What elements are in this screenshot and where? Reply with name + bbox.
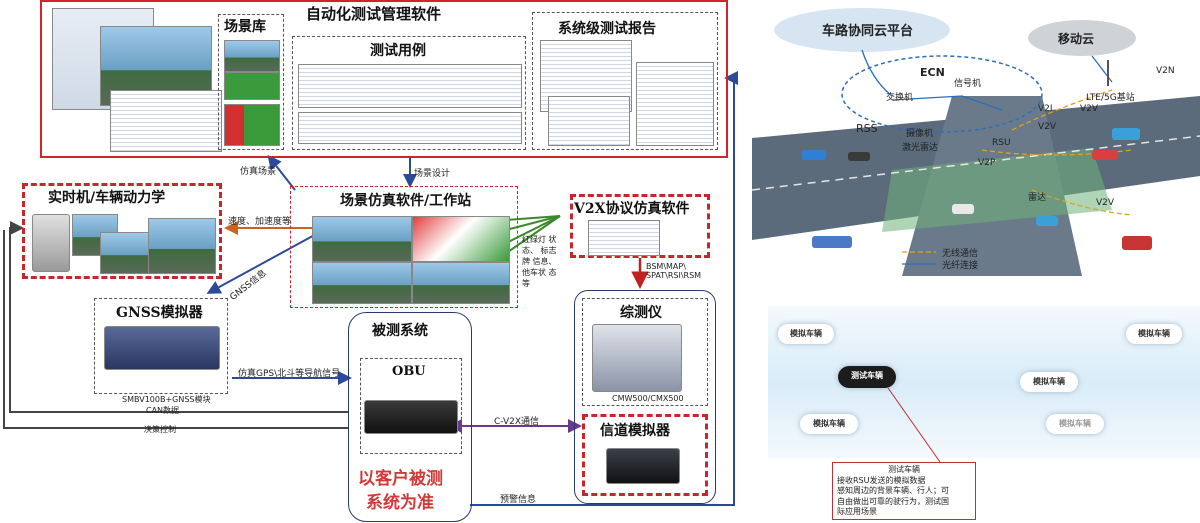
decision-label: 决策控制: [144, 425, 176, 434]
gnss-title: GNSS模拟器: [116, 305, 203, 321]
tester-group: [574, 290, 716, 504]
lidar-label: 激光雷达: [902, 143, 939, 153]
bsm-label: BSM\MAP\ SPAT\RSI\RSM: [646, 262, 702, 280]
report-screenshot-3: [636, 62, 714, 146]
rsu-label: RSU: [992, 138, 1011, 148]
v2n-label: V2N: [1156, 66, 1175, 76]
report-title: 系统级测试报告: [558, 21, 656, 37]
scene-thumb-3: [224, 104, 280, 146]
scene-sim-box: [290, 186, 518, 308]
scene-sim-view-1: [312, 216, 412, 262]
tester-model-label: CMW500/CMX500: [612, 394, 684, 403]
dut-title: 被测系统: [372, 323, 428, 339]
v2v-label-2: V2V: [1080, 104, 1099, 114]
scene-library-title: 场景库: [224, 19, 266, 35]
rss-label: RSS: [856, 122, 878, 135]
can-label: CAN数据: [146, 406, 180, 415]
legend-wireless: 无线通信: [942, 249, 979, 259]
dut-note-1: 以客户被测: [358, 469, 443, 489]
gnss-box: [94, 298, 228, 394]
sim-scene-label: 仿真场景: [240, 167, 277, 177]
channel-box: [582, 414, 708, 496]
realtime-screen-3: [148, 218, 216, 274]
sim-vehicle-3: 模拟车辆: [1020, 372, 1078, 392]
callout-box: 测试车辆 接收RSU发送的模拟数据 感知周边的背景车辆、行人；可 自由做出可靠的…: [832, 462, 976, 520]
v2x-title: V2X协议仿真软件: [574, 201, 690, 217]
sim-vehicle-1: 模拟车辆: [778, 324, 834, 344]
realtime-box: [22, 183, 222, 279]
scene-sim-view-4: [412, 262, 510, 304]
management-panel: [40, 0, 728, 158]
legend-fiber: 光纤连接: [942, 261, 979, 271]
sim-vehicle-5: 模拟车辆: [1046, 414, 1104, 434]
connector-lines: [3, 71, 738, 506]
obu-title: OBU: [392, 364, 426, 379]
switch-label: 交换机: [886, 93, 914, 103]
sim-vehicle-4: 模拟车辆: [800, 414, 858, 434]
callout-line-4: 自由做出可靠的驶行为，测试国: [837, 496, 949, 506]
v2x-box: [570, 194, 710, 258]
dut-box: [348, 312, 472, 522]
obu-device: [364, 400, 458, 434]
app-screenshot-3: [110, 90, 222, 152]
test-vehicle: 测试车辆: [838, 366, 896, 388]
scene-design-label: 场景设计: [414, 169, 451, 179]
traffic-info-label: 红绿灯 状态、 标志牌 信息、 他车状 态等: [522, 235, 557, 288]
scene-library-box: [218, 14, 284, 150]
report-box: [532, 12, 718, 150]
v2v-label-1: V2V: [1038, 122, 1057, 132]
mobile-cloud-label: 移动云: [1058, 32, 1095, 46]
scene-sim-view-3: [312, 262, 412, 304]
gps-signal-label: 仿真GPS\北斗等导航信号: [238, 369, 341, 379]
tester-device: [592, 324, 682, 392]
network-graphics: [752, 0, 1200, 276]
v2x-screenshot: [588, 220, 660, 256]
scene-thumb-1: [224, 40, 280, 72]
v2v-label-3: V2V: [1096, 198, 1115, 208]
dut-note-2: 系统为准: [366, 493, 434, 513]
radar-label: 雷达: [1028, 193, 1047, 203]
scene-thumb-2: [224, 72, 280, 100]
management-title: 自动化测试管理软件: [306, 5, 442, 23]
realtime-rack: [32, 214, 70, 272]
scene-sim-title: 场景仿真软件/工作站: [340, 193, 472, 209]
callout-line-3: 感知周边的背景车辆、行人；可: [837, 486, 949, 495]
test-cases-table-1: [298, 64, 522, 108]
signal-label: 信号机: [954, 79, 982, 89]
speed-label: 速度、加速度等: [228, 217, 292, 227]
callout-line-5: 际应用场景: [837, 507, 877, 516]
test-cases-title: 测试用例: [370, 43, 426, 59]
channel-title: 信道模拟器: [600, 423, 670, 439]
channel-device: [606, 448, 680, 484]
network-scene: 车路协同云平台 移动云 ECN 交换机 信号机 RSS 摄像机 激光雷达 RSU…: [752, 0, 1200, 276]
warning-label: 预警信息: [500, 495, 537, 505]
report-screenshot-2: [548, 96, 630, 146]
gnss-device: [104, 326, 220, 370]
v2i-label: V2I: [1038, 104, 1053, 114]
realtime-title: 实时机/车辆动力学: [48, 190, 166, 206]
obu-box: [360, 358, 462, 454]
scene-sim-view-2: [412, 216, 510, 262]
callout-line-2: 接收RSU发送的模拟数据: [837, 475, 926, 485]
cloud-platform-label: 车路协同云平台: [822, 24, 914, 39]
cv2x-label: C-V2X通信: [494, 417, 540, 427]
sim-vehicle-2: 模拟车辆: [1126, 324, 1182, 344]
ecn-label: ECN: [920, 66, 945, 79]
camera-label: 摄像机: [906, 129, 934, 139]
tester-box: [582, 298, 708, 406]
gnss-model-label: SMBV100B+GNSS模块: [122, 395, 211, 404]
bs-label: LTE/5G基站: [1086, 93, 1135, 103]
tester-title: 综测仪: [620, 305, 662, 321]
v2p-label: V2P: [978, 158, 996, 168]
test-cases-table-2: [298, 112, 522, 144]
test-cases-box: [292, 36, 526, 150]
callout-line-1: 测试车辆: [888, 465, 920, 474]
